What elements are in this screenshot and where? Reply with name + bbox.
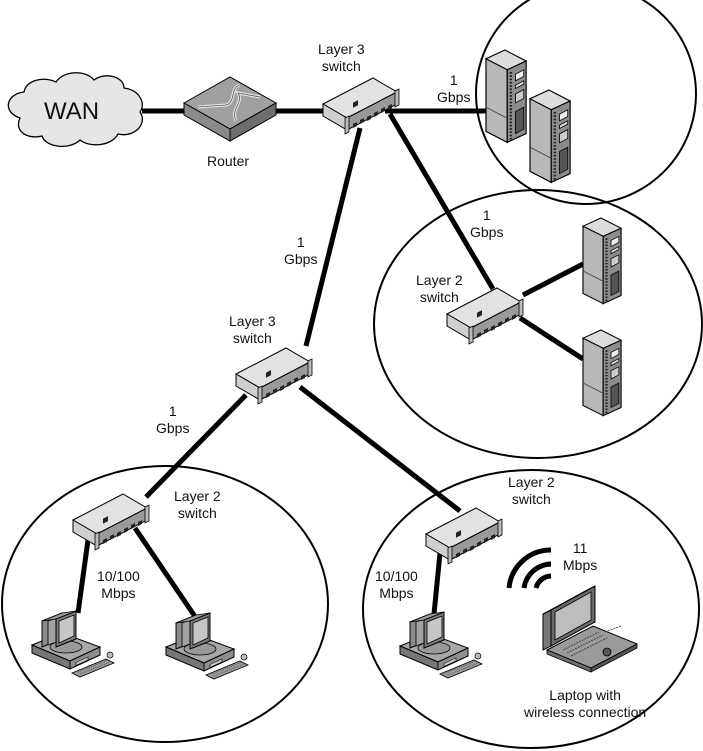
label-line1: Layer 2 — [174, 488, 221, 504]
link-speed-unit: Gbps — [156, 420, 190, 436]
link-speed-unit: Mbps — [379, 585, 414, 601]
link-speed-value: 1 — [482, 207, 491, 223]
link-speed-value: 1 — [449, 72, 458, 88]
link-speed-unit: Gbps — [470, 224, 504, 240]
router-icon — [182, 76, 278, 142]
link-speed-unit: Gbps — [284, 251, 318, 267]
server-l2-switch-label: Layer 2 switch — [416, 272, 463, 306]
label-line2: switch — [177, 505, 217, 521]
link-label-core-l2-servers: 1 Gbps — [470, 207, 503, 241]
link-speed-value: 1 — [296, 234, 305, 250]
dist-layer3-switch-icon — [235, 347, 313, 405]
link-label-core-servers: 1 Gbps — [437, 72, 470, 106]
laptop-icon — [542, 585, 639, 673]
server-top-2-icon — [528, 88, 572, 184]
link-left-l2-pc1 — [75, 539, 91, 614]
label-line1: Layer 3 — [229, 313, 276, 329]
link-left-l2-pc2 — [132, 526, 199, 620]
link-speed-unit: Gbps — [437, 89, 471, 105]
link-speed-value: 10/100 — [375, 568, 418, 584]
link-core-l2-servers — [387, 112, 496, 291]
label-line2: switch — [419, 289, 459, 305]
link-speed-unit: Mbps — [563, 557, 598, 573]
link-l2-server1 — [521, 261, 585, 298]
label-line1: Laptop with — [549, 687, 621, 703]
server-seg-1-icon — [581, 216, 623, 305]
label-line2: wireless connection — [524, 704, 647, 720]
desktop-pc-2-icon — [165, 612, 249, 680]
label-line2: switch — [232, 330, 272, 346]
wan-label: WAN — [44, 98, 100, 125]
link-speed-unit: Mbps — [101, 585, 136, 601]
link-core-dist — [303, 127, 363, 347]
link-label-left-pcs: 10/100 Mbps — [97, 568, 140, 602]
left-layer2-switch-icon — [72, 493, 150, 551]
link-dist-right-l2 — [298, 385, 462, 513]
link-label-core-dist: 1 Gbps — [284, 234, 317, 268]
left-lan-boundary — [1, 465, 329, 743]
right-l2-switch-label: Layer 2 switch — [508, 474, 555, 508]
core-switch-label-line2: switch — [321, 58, 361, 74]
label-line1: Layer 2 — [508, 474, 555, 490]
wan-cloud-icon — [7, 72, 143, 147]
wireless-signal-icon — [506, 547, 552, 589]
core-switch-label-line1: Layer 3 — [318, 41, 365, 57]
link-dist-left-l2 — [144, 393, 248, 499]
left-l2-switch-label: Layer 2 switch — [174, 488, 221, 522]
desktop-pc-3-icon — [399, 611, 483, 679]
server-top-1-icon — [484, 48, 528, 144]
link-speed-value: 11 — [572, 540, 588, 556]
link-label-right-pc: 10/100 Mbps — [375, 568, 418, 602]
link-l2-server2 — [518, 315, 585, 362]
link-speed-value: 1 — [168, 403, 177, 419]
laptop-label: Laptop with wireless connection — [524, 687, 646, 721]
server-group-boundary — [475, 0, 697, 205]
core-switch-label: Layer 3 switch — [318, 41, 365, 75]
link-right-l2-pc3 — [431, 552, 443, 615]
link-label-wireless: 11 Mbps — [563, 540, 597, 574]
right-lan-boundary — [362, 469, 700, 749]
core-layer3-switch-icon — [322, 77, 400, 135]
server-seg-2-icon — [581, 328, 623, 417]
server-segment-boundary — [373, 189, 703, 459]
label-line1: Layer 2 — [416, 272, 463, 288]
link-speed-value: 10/100 — [97, 568, 140, 584]
dist-switch-label: Layer 3 switch — [229, 313, 276, 347]
link-label-dist-left: 1 Gbps — [156, 403, 189, 437]
desktop-pc-1-icon — [31, 610, 115, 678]
label-line2: switch — [511, 491, 551, 507]
router-label: Router — [207, 153, 250, 169]
links — [75, 108, 585, 620]
